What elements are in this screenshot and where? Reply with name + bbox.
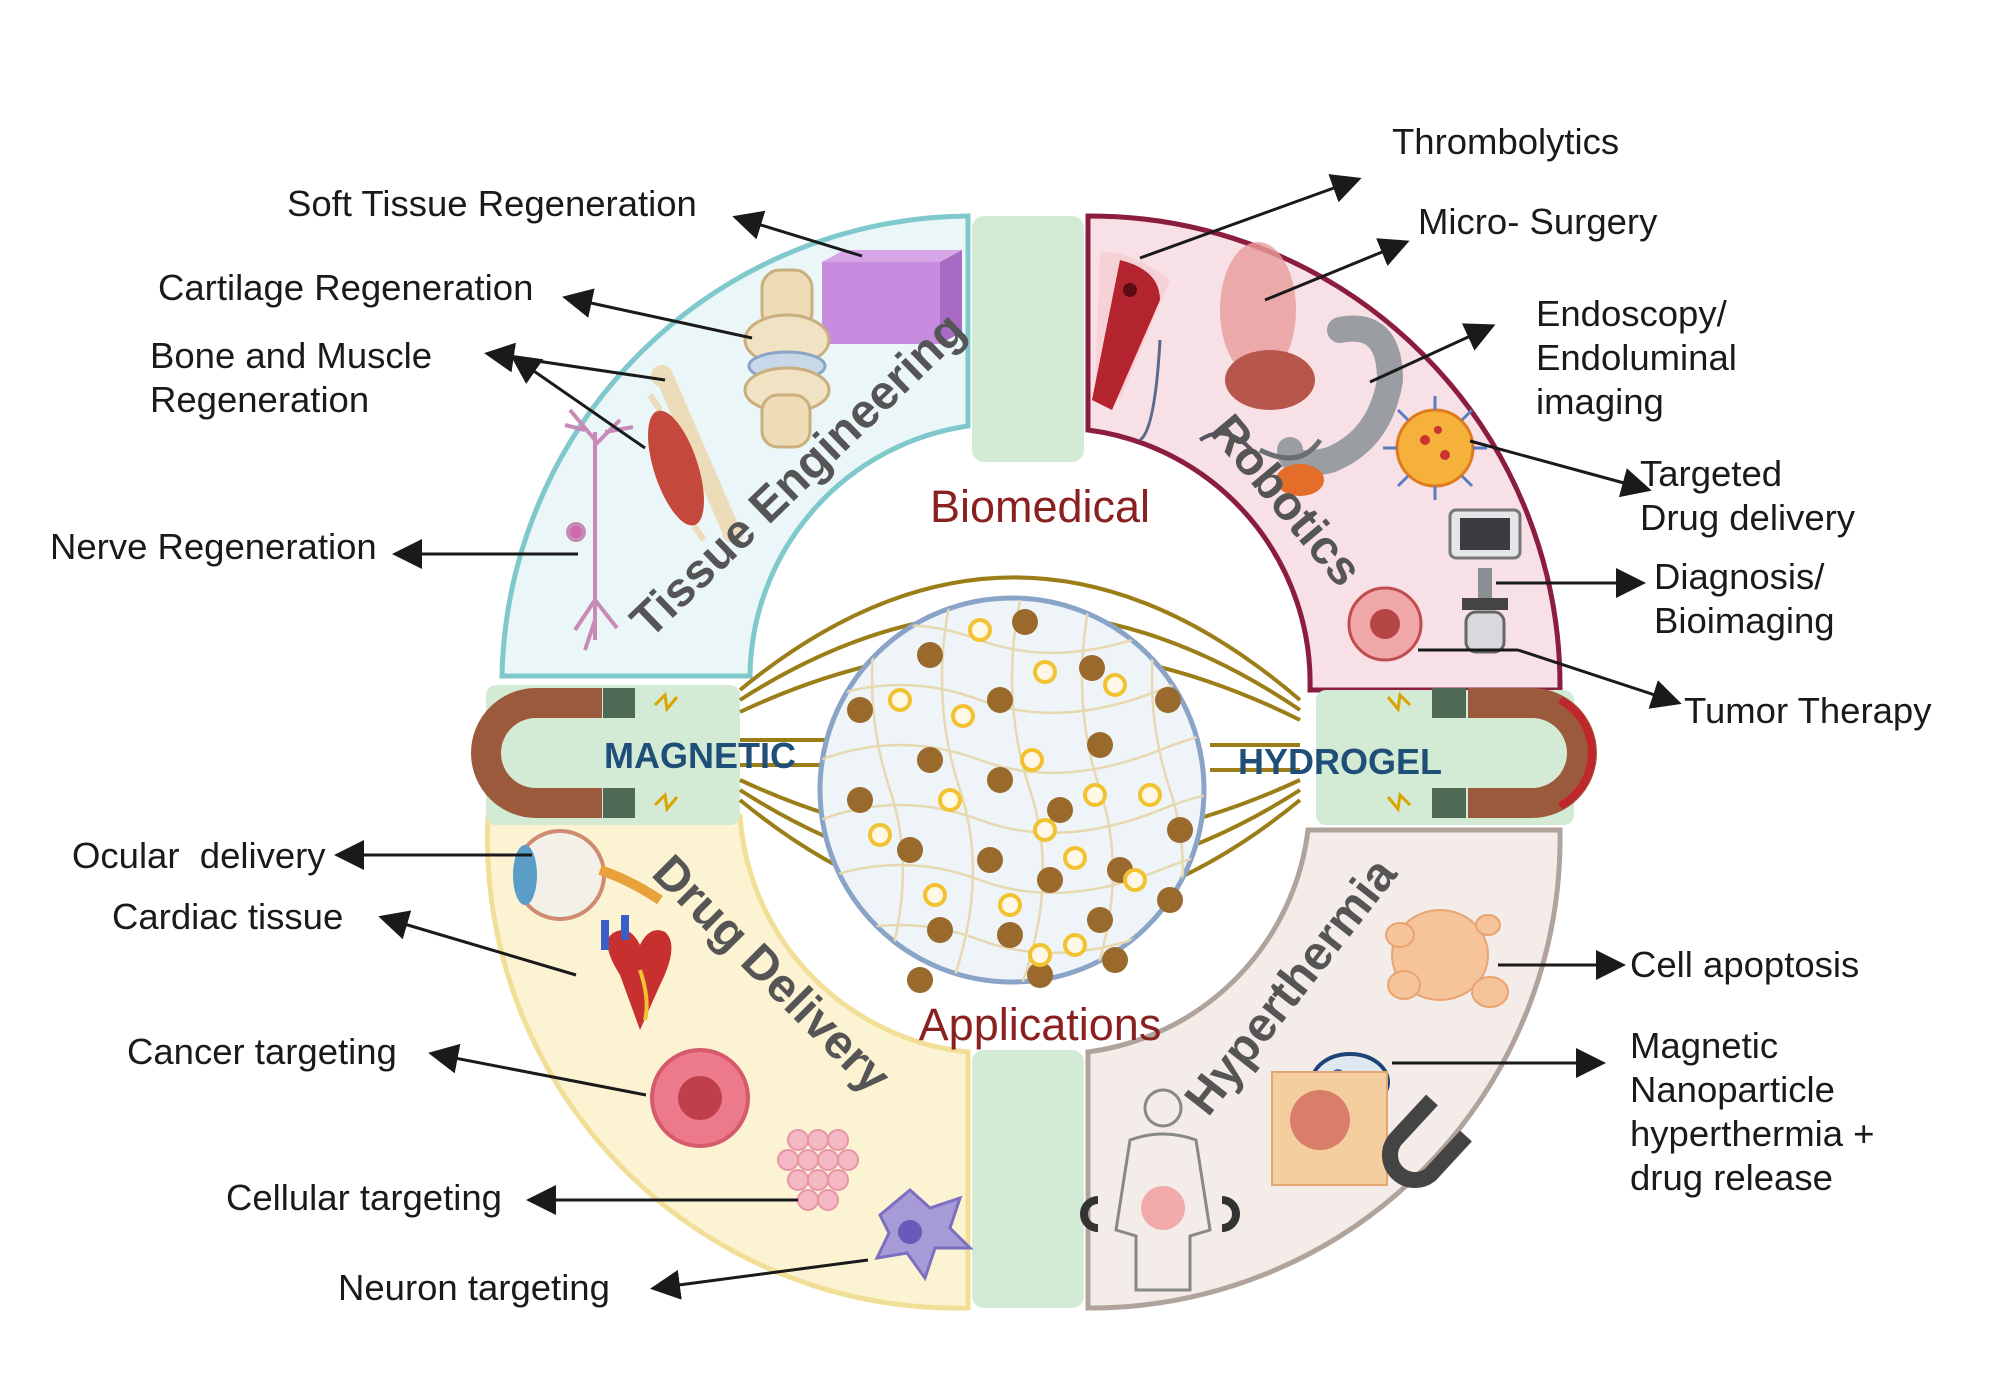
hydrogel-particle bbox=[977, 847, 1003, 873]
hydrogel-particle bbox=[1012, 609, 1038, 635]
hydrogel-particle bbox=[1047, 797, 1073, 823]
hydrogel-particle bbox=[1037, 867, 1063, 893]
label-mnp-3: hyperthermia + bbox=[1630, 1113, 1874, 1154]
heart-icon bbox=[601, 915, 672, 1030]
label-endoscopy-2: Endoluminal bbox=[1536, 337, 1737, 378]
crosslink-node bbox=[951, 704, 975, 728]
crosslink-node bbox=[1033, 818, 1057, 842]
blood-vessel-icon bbox=[1092, 251, 1170, 442]
crosslink-node bbox=[923, 883, 947, 907]
hydrogel-label: HYDROGEL bbox=[1238, 741, 1442, 782]
label-targeted-1: Targeted bbox=[1640, 453, 1782, 494]
crosslink-node bbox=[1123, 868, 1147, 892]
hydrogel-particle bbox=[1157, 887, 1183, 913]
tumor-cell-icon bbox=[1347, 586, 1423, 662]
soft-tissue-block-icon bbox=[822, 250, 962, 344]
label-mnp-1: Magnetic bbox=[1630, 1025, 1778, 1066]
label-cell-apoptosis: Cell apoptosis bbox=[1630, 944, 1859, 985]
label-nerve: Nerve Regeneration bbox=[50, 526, 377, 567]
magnet-left-icon bbox=[471, 688, 679, 818]
label-bone-muscle-2: Regeneration bbox=[150, 379, 369, 420]
virus-nanoparticle-icon bbox=[1383, 396, 1487, 500]
endoscope-stomach-icon bbox=[1258, 315, 1404, 496]
hydrogel-particle bbox=[1087, 732, 1113, 758]
label-neuron: Neuron targeting bbox=[338, 1267, 610, 1308]
muscle-icon bbox=[647, 393, 707, 542]
label-thrombolytics: Thrombolytics bbox=[1392, 121, 1619, 162]
label-cartilage: Cartilage Regeneration bbox=[158, 267, 533, 308]
crosslink-node bbox=[868, 823, 892, 847]
label-cardiac: Cardiac tissue bbox=[112, 896, 343, 937]
hydrogel-particle bbox=[1087, 907, 1113, 933]
cell-cluster-icon bbox=[777, 1129, 859, 1211]
hydrogel-particle bbox=[907, 967, 933, 993]
neuron-cell-icon bbox=[874, 1188, 974, 1282]
hydrogel-particle bbox=[997, 922, 1023, 948]
crosslink-node bbox=[998, 893, 1022, 917]
robotics-illustrations bbox=[1092, 242, 1522, 662]
label-cancer: Cancer targeting bbox=[127, 1031, 397, 1072]
biomedical-label: Biomedical bbox=[930, 481, 1150, 532]
label-endoscopy-3: imaging bbox=[1536, 381, 1664, 422]
label-ocular: Ocular delivery bbox=[72, 835, 326, 876]
hydrogel-particle bbox=[987, 767, 1013, 793]
label-soft-tissue: Soft Tissue Regeneration bbox=[287, 183, 697, 224]
hydrogel-particle bbox=[1027, 962, 1053, 988]
label-diagnosis-1: Diagnosis/ bbox=[1654, 556, 1825, 597]
crosslink-node bbox=[1020, 748, 1044, 772]
cancer-cell-icon bbox=[650, 1048, 750, 1148]
hydrogel-particle bbox=[987, 687, 1013, 713]
crosslink-node bbox=[1103, 673, 1127, 697]
label-micro-surgery: Micro- Surgery bbox=[1418, 201, 1658, 242]
hydrogel-particle bbox=[847, 787, 873, 813]
eye-icon bbox=[513, 829, 663, 921]
label-endoscopy-1: Endoscopy/ bbox=[1536, 293, 1728, 334]
neuron-icon bbox=[564, 408, 634, 651]
lungs-icon bbox=[1198, 242, 1315, 462]
callout-labels: Soft Tissue Regeneration Cartilage Regen… bbox=[50, 121, 1932, 1308]
callout-arrows bbox=[334, 174, 1682, 1300]
hydrogel-particle bbox=[847, 697, 873, 723]
crosslink-node bbox=[968, 618, 992, 642]
crosslink-node bbox=[888, 688, 912, 712]
cell-apoptosis-icon bbox=[1385, 909, 1509, 1008]
applications-label: Applications bbox=[919, 999, 1162, 1050]
label-cellular: Cellular targeting bbox=[226, 1177, 502, 1218]
label-tumor-therapy: Tumor Therapy bbox=[1684, 690, 1932, 731]
crosslink-node bbox=[1138, 783, 1162, 807]
label-mnp-2: Nanoparticle bbox=[1630, 1069, 1835, 1110]
bone-icon bbox=[651, 365, 744, 543]
crosslink-node bbox=[1083, 783, 1107, 807]
hydrogel-particle bbox=[917, 747, 943, 773]
hydrogel-particle bbox=[1079, 655, 1105, 681]
human-body-icon bbox=[1080, 1088, 1240, 1292]
knee-joint-icon bbox=[743, 268, 831, 449]
crosslink-node bbox=[1033, 660, 1057, 684]
tissue-illustrations bbox=[564, 250, 962, 651]
hydrogel-particle bbox=[1167, 817, 1193, 843]
hydrogel-particle bbox=[1102, 947, 1128, 973]
hydrogel-particle bbox=[927, 917, 953, 943]
hyperthermia-illustrations bbox=[1080, 909, 1509, 1292]
hydrogel-particle bbox=[917, 642, 943, 668]
magnetic-label: MAGNETIC bbox=[604, 735, 796, 776]
crosslink-node bbox=[1063, 846, 1087, 870]
hydrogel-particle bbox=[1155, 687, 1181, 713]
label-bone-muscle-1: Bone and Muscle bbox=[150, 335, 432, 376]
tumor-tissue-icon bbox=[1271, 1071, 1388, 1186]
label-mnp-4: drug release bbox=[1630, 1157, 1833, 1198]
microscope-icon bbox=[1448, 508, 1522, 654]
drug-delivery-illustrations bbox=[513, 829, 974, 1282]
hydrogel-network bbox=[817, 595, 1207, 993]
label-targeted-2: Drug delivery bbox=[1640, 497, 1856, 538]
magnet-right-icon bbox=[1386, 688, 1597, 818]
crosslink-node bbox=[1063, 933, 1087, 957]
label-diagnosis-2: Bioimaging bbox=[1654, 600, 1835, 641]
crosslink-node bbox=[1028, 943, 1052, 967]
crosslink-node bbox=[938, 788, 962, 812]
horseshoe-magnet-icon bbox=[1382, 1094, 1472, 1188]
hydrogel-particle bbox=[897, 837, 923, 863]
